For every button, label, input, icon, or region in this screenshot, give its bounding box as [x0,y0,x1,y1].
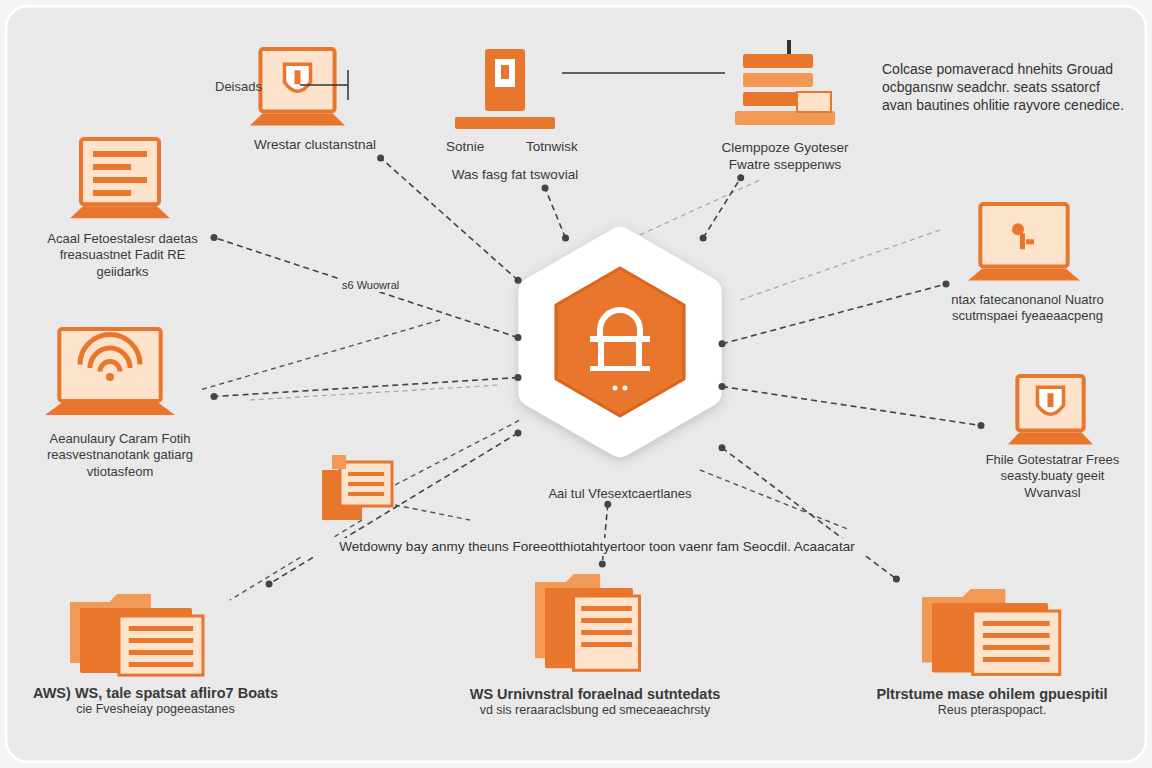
device-node: Sotnie TotnwiskWas fasg fat tswovial [440,45,590,184]
connector-path [545,188,566,238]
connector-dot [515,429,522,436]
node-heading: WS Urnivnstral foraelnad sutntedats [465,685,725,703]
connector-dot [211,393,218,400]
dashed-connector [211,374,522,400]
connector-path [722,387,981,426]
connector-dot [515,277,522,284]
node-text: Wrestar clustanstnal [215,137,415,154]
connector-path [703,178,741,238]
node-heading: ntax fatecanonanol Nuatro scutmspaei fye… [950,292,1105,325]
note-text: Colcase pomaveracd hnehits Grouad ocbgan… [880,60,1129,115]
dashed-connector [542,184,570,241]
decor-lines [200,70,940,600]
server-node: Clemppoze Gyoteser Fwatre sseppenws [700,40,870,174]
connector-dot [700,235,707,242]
laptop-node: ntax fatecanonanol Nuatro scutmspaei fye… [950,200,1105,325]
dashed-connector [719,444,900,582]
laptop-icon [70,139,170,218]
node-text: Totnwisk [526,139,578,156]
node-text: vd sis reraaraclsbung ed smeceaeachrsty [465,703,725,719]
connector-path [214,237,518,337]
background-panel [6,6,1146,762]
node-heading: Aeanulaury Caram Fotih reasvestnanotank … [30,431,210,480]
laptop-icon [250,49,345,126]
laptop-node: Aeanulaury Caram Fotih reasvestnanotank … [30,325,210,480]
connector-dot [719,340,726,347]
dashed-connector [719,383,985,429]
connector-path [722,284,946,344]
laptop-icon [1008,376,1093,444]
hub-node: Aai tul Vfesextcaertlanes [520,240,720,502]
node-heading: Clemppoze Gyoteser Fwatre sseppenws [700,140,870,174]
connector-dot [211,234,218,241]
laptop-node: Fhile Gotestatrar Frees seasty.buaty gee… [985,372,1120,501]
connector-path [269,433,518,584]
dashed-connector [266,429,522,587]
connector-dot [377,154,384,161]
node-heading: Pltrstume mase ohilem gpuespitil [858,685,1126,703]
dashed-connector [700,174,745,241]
hub-icon [533,242,706,442]
connector-dot [599,561,606,568]
laptop-icon [45,329,175,415]
connector-path [214,378,518,397]
connector-dot [737,174,744,181]
connector-dot [542,184,549,191]
folder-icon [922,589,1060,674]
folder-icon [70,594,203,675]
connector-dot [719,383,726,390]
caption-line: Wetdowny bay anmy theuns Foreeotthiotaht… [300,538,894,556]
node-text: Was fasg fat tswovial [440,167,590,184]
server-icon [735,40,835,125]
connector-path [722,448,896,579]
folder-node: WS Urnivnstral foraelnad sutntedatsvd si… [465,568,725,719]
node-heading: AWS) WS, tale spatsat afliro7 Boats [18,684,293,702]
node-heading: Aai tul Vfesextcaertlanes [520,486,720,502]
node-text: Reus pteraspopact. [858,703,1126,719]
small-note: s6 Wuowral [340,278,401,292]
connector-dot [515,374,522,381]
node-heading: Deisads [215,79,262,95]
dashed-connector [211,234,522,341]
laptop-node: Acaal Fetoestalesr daetas freasuastnet F… [35,135,210,280]
folder-node: AWS) WS, tale spatsat afliro7 Boatscie F… [18,588,293,718]
device-icon [455,49,555,129]
connector-dot [515,334,522,341]
small-icon [322,455,392,520]
folder-node: Pltrstume mase ohilem gpuespitilReus pte… [858,583,1126,719]
node-text: cie Fvesheiay pogeeastanes [18,702,293,718]
connector-dot [893,576,900,583]
dashed-connector [719,281,950,348]
folder-icon [535,574,640,670]
node-heading: Sotnie [446,139,484,156]
connector-dot [266,581,273,588]
dashed-connector [599,501,611,568]
connector-dot [604,501,611,508]
connector-dot [978,422,985,429]
connector-dot [719,444,726,451]
node-heading: Fhile Gotestatrar Frees seasty.buaty gee… [985,452,1120,501]
connector-dot [562,235,569,242]
laptop-node: DeisadsWrestar clustanstnal [215,45,415,154]
connector-dot [943,281,950,288]
node-heading: Acaal Fetoestalesr daetas freasuastnet F… [35,231,210,280]
laptop-icon [968,204,1080,281]
